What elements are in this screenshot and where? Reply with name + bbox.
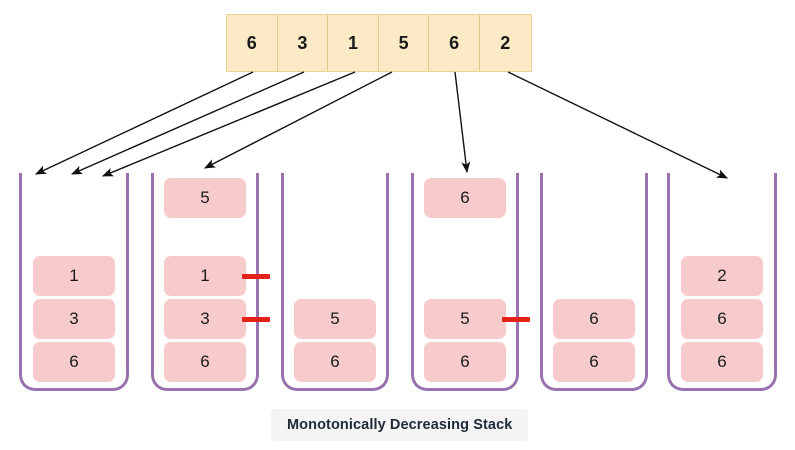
array-cell[interactable]: 3	[277, 15, 329, 71]
stack-container: 1 3 6	[19, 173, 129, 391]
array-cell[interactable]: 5	[378, 15, 430, 71]
stack-block-value: 6	[69, 352, 79, 371]
stack-block[interactable]: 6	[553, 342, 635, 382]
array-cell[interactable]: 6	[227, 15, 278, 71]
push-arrow	[34, 71, 254, 175]
stack-block-value: 6	[589, 352, 599, 371]
stack-blocks: 1 3 6	[22, 256, 126, 382]
stack-block-value: 6	[460, 352, 470, 371]
stack-block[interactable]: 3	[33, 299, 115, 339]
stack-block-value: 1	[69, 266, 79, 285]
stack-block-value: 3	[200, 309, 210, 328]
stack-block-value: 1	[200, 266, 210, 285]
array-cell[interactable]: 6	[429, 15, 480, 71]
array-cell[interactable]: 2	[479, 15, 531, 71]
push-arrow	[507, 71, 729, 179]
stack-block-value: 6	[200, 352, 210, 371]
stack-block-value: 6	[717, 309, 727, 328]
stack-container: 5 1 3 6	[151, 173, 270, 391]
popped-marker-icon	[242, 273, 270, 279]
stack-block-value: 5	[460, 309, 470, 328]
popped-marker-icon	[502, 316, 530, 322]
stack-block[interactable]: 1	[33, 256, 115, 296]
stack-block[interactable]: 2	[681, 256, 763, 296]
stack-container: 2 6 6	[667, 173, 777, 391]
incoming-block[interactable]: 5	[164, 178, 246, 218]
stack-block-value: 2	[717, 266, 727, 285]
stack-block-value: 5	[330, 309, 340, 328]
stack-blocks: 2 6 6	[670, 256, 774, 382]
stack-block[interactable]: 1	[164, 256, 270, 296]
stack-block[interactable]: 6	[424, 342, 506, 382]
stack-block-value: 3	[69, 309, 79, 328]
stack-block[interactable]: 6	[553, 299, 635, 339]
stack-block[interactable]: 5	[294, 299, 376, 339]
stack-block[interactable]: 6	[681, 299, 763, 339]
stack-block[interactable]: 5	[424, 299, 530, 339]
stack-block[interactable]: 6	[294, 342, 376, 382]
stack-blocks: 1 3 6	[154, 256, 270, 382]
stack-block-value: 6	[717, 352, 727, 371]
stack-block[interactable]: 6	[681, 342, 763, 382]
push-arrow	[70, 71, 305, 175]
push-arrow	[101, 71, 356, 177]
incoming-block[interactable]: 6	[424, 178, 506, 218]
stack-block-value: 6	[589, 309, 599, 328]
stack-block[interactable]: 6	[33, 342, 115, 382]
caption-label: Monotonically Decreasing Stack	[271, 409, 529, 441]
popped-marker-icon	[242, 316, 270, 322]
push-arrow	[204, 71, 393, 169]
stack-block-value: 6	[330, 352, 340, 371]
stack-block[interactable]: 3	[164, 299, 270, 339]
array-cell[interactable]: 1	[328, 15, 379, 71]
stack-block[interactable]: 6	[164, 342, 246, 382]
push-arrow	[454, 71, 471, 174]
